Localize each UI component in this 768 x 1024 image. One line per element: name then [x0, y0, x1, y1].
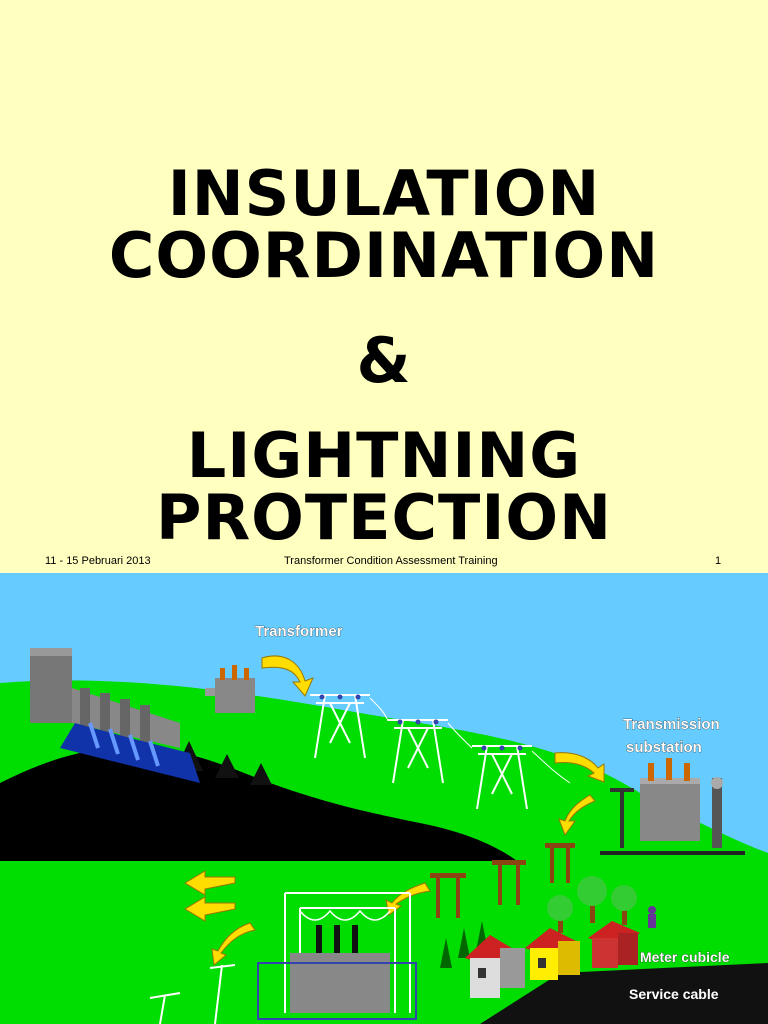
person-icon	[648, 906, 656, 928]
distribution-substation-icon	[257, 892, 417, 1020]
transmission-label-2: substation	[626, 739, 702, 756]
substation-icon	[600, 758, 745, 855]
title-line-1: INSULATION	[167, 157, 601, 230]
black-hill	[0, 747, 520, 863]
title-line-3: &	[356, 324, 412, 397]
title-line-2: COORDINATION	[108, 219, 660, 292]
flow-arrows	[184, 655, 605, 966]
transformer-icon	[205, 665, 255, 713]
distribution-poles	[430, 843, 575, 918]
insulators	[319, 694, 523, 751]
meter-cubicle-label: Meter cubicle	[640, 949, 730, 965]
footer-title: Transformer Condition Assessment Trainin…	[284, 555, 498, 567]
title-slide: INSULATION COORDINATION & LIGHTNING PROT…	[45, 157, 722, 567]
footer-date: 11 - 15 Pebruari 2013	[45, 555, 151, 567]
power-distribution-illustration: Transformer Transmission substation Mete…	[0, 573, 768, 1024]
small-poles	[149, 964, 236, 1024]
houses	[465, 921, 640, 998]
footer-page-number: 1	[715, 555, 722, 567]
service-cable-label: Service cable	[629, 986, 719, 1002]
title-line-4: LIGHTNING	[186, 419, 582, 492]
transmission-label-1: Transmission	[623, 716, 720, 733]
dam-icon	[30, 648, 200, 783]
transformer-label: Transformer	[255, 623, 343, 640]
title-line-5: PROTECTION	[156, 481, 612, 554]
trees	[440, 876, 637, 968]
